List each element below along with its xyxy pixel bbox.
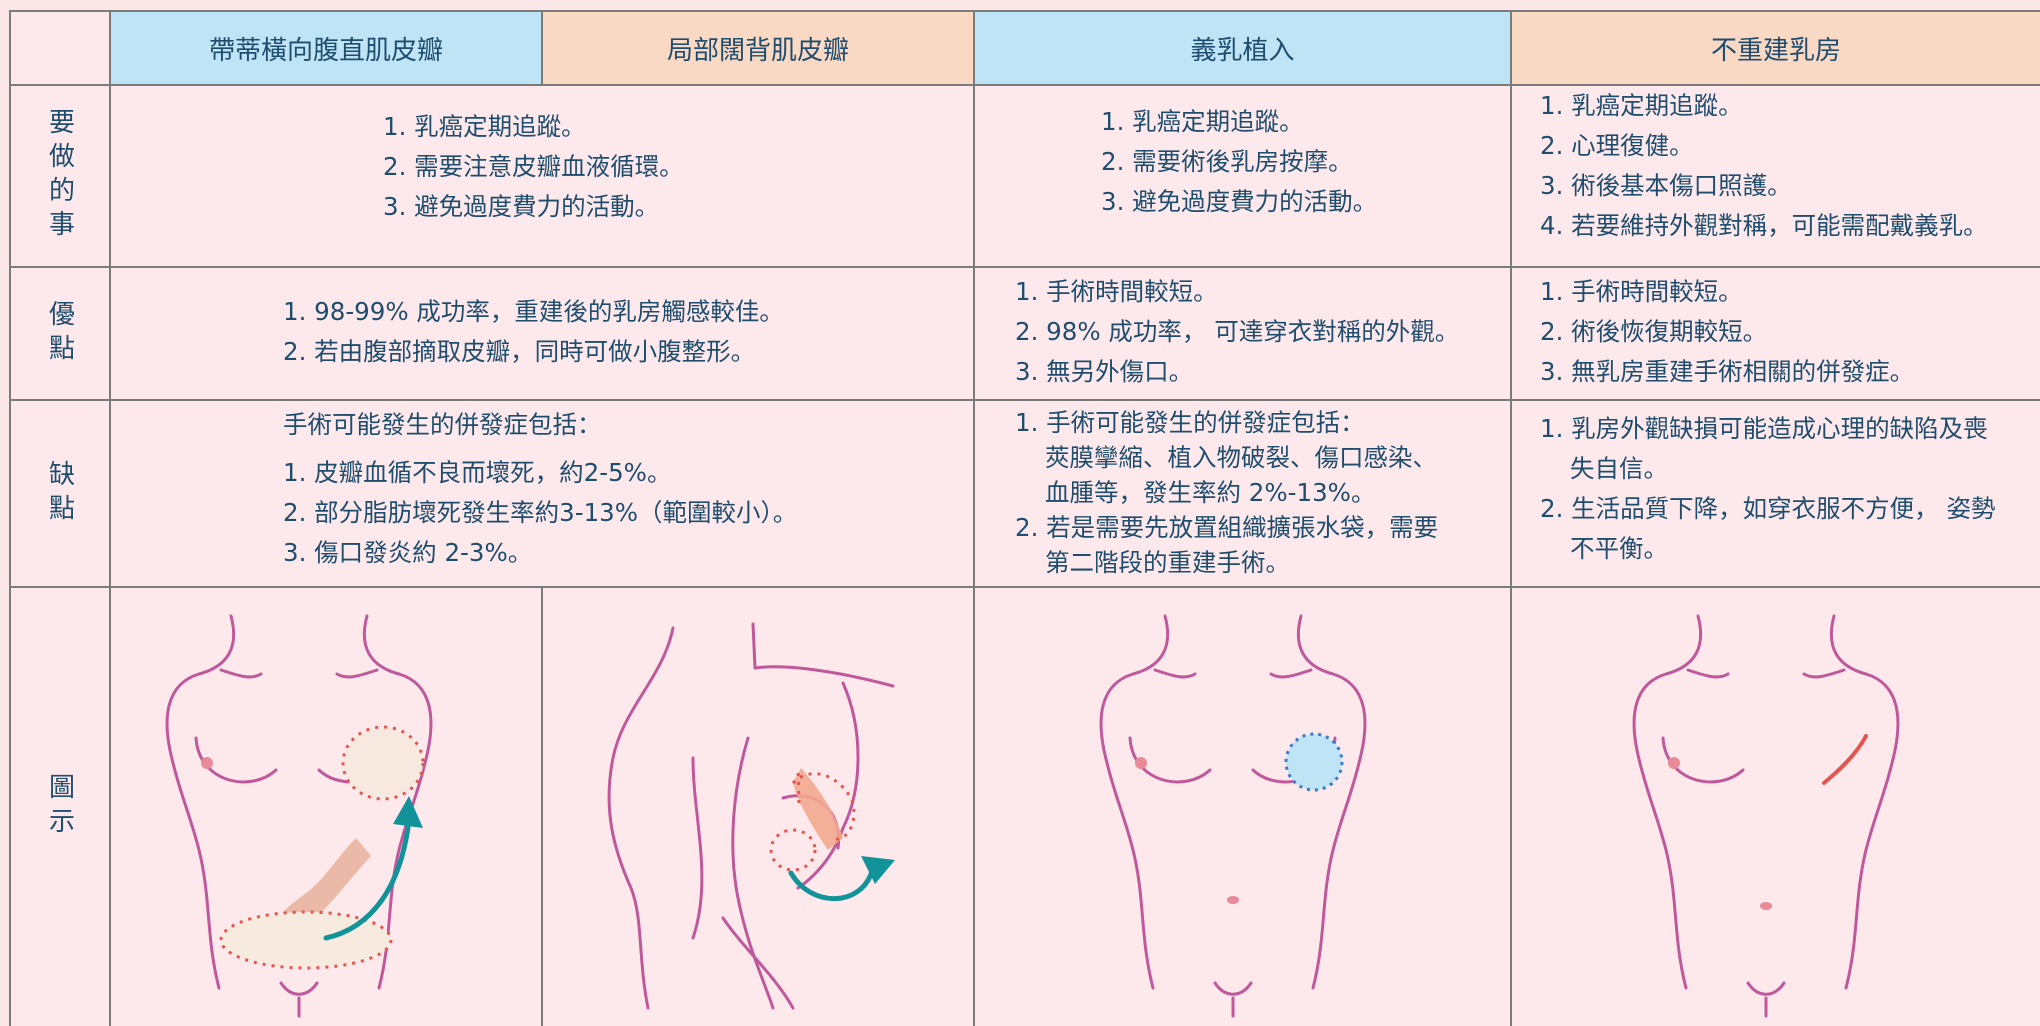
header-no-reconstruction: 不重建乳房 xyxy=(1512,10,2040,86)
list-item: 2. 98% 成功率， 可達穿衣對稱的外觀。 xyxy=(1015,317,1460,346)
row-label-cons: 缺點 xyxy=(9,401,111,588)
no-reconstruction-illustration xyxy=(1632,614,1900,1018)
list-item: 3. 無乳房重建手術相關的併發症。 xyxy=(1540,357,1915,386)
todo-flap-cell: 1. 乳癌定期追蹤。 2. 需要注意皮瓣血液循環。 3. 避免過度費力的活動。 xyxy=(111,86,975,268)
cons-flap-list: 1. 皮瓣血循不良而壞死，約2-5%。 2. 部分脂肪壞死發生率約3-13%（範… xyxy=(283,453,797,573)
list-item: 1. 皮瓣血循不良而壞死，約2-5%。 xyxy=(283,458,672,487)
tram-flap-illustration xyxy=(165,614,433,1018)
pros-flap-cell: 1. 98-99% 成功率，重建後的乳房觸感較佳。 2. 若由腹部摘取皮瓣，同時… xyxy=(111,268,975,401)
pros-flap-list: 1. 98-99% 成功率，重建後的乳房觸感較佳。 2. 若由腹部摘取皮瓣，同時… xyxy=(283,292,784,372)
list-item: 莢膜攣縮、植入物破裂、傷口感染、 xyxy=(1045,443,1437,472)
todo-implant-cell: 1. 乳癌定期追蹤。 2. 需要術後乳房按摩。 3. 避免過度費力的活動。 xyxy=(975,86,1512,268)
list-item: 不平衡。 xyxy=(1570,534,1668,563)
list-item: 2. 若是需要先放置組織擴張水袋，需要 xyxy=(1015,513,1439,542)
list-item: 3. 無另外傷口。 xyxy=(1015,357,1194,386)
diagram-implant-cell xyxy=(975,588,1512,1026)
list-item: 2. 術後恢復期較短。 xyxy=(1540,317,1768,346)
cons-none-cell: 1. 乳房外觀缺損可能造成心理的缺陷及喪 失自信。 2. 生活品質下降，如穿衣服… xyxy=(1512,401,2040,588)
list-item: 1. 乳癌定期追蹤。 xyxy=(383,112,586,141)
pros-none-cell: 1. 手術時間較短。 2. 術後恢復期較短。 3. 無乳房重建手術相關的併發症。 xyxy=(1512,268,2040,401)
list-item: 1. 乳房外觀缺損可能造成心理的缺陷及喪 xyxy=(1540,414,1988,443)
list-item: 1. 手術可能發生的併發症包括： xyxy=(1015,408,1365,437)
latissimus-flap-illustration xyxy=(607,622,895,1010)
list-item: 3. 傷口發炎約 2-3%。 xyxy=(283,538,533,567)
list-item: 2. 部分脂肪壞死發生率約3-13%（範圍較小）。 xyxy=(283,498,798,527)
todo-none-list: 1. 乳癌定期追蹤。 2. 心理復健。 3. 術後基本傷口照護。 4. 若要維持… xyxy=(1540,86,1988,246)
header-latissimus-flap: 局部闊背肌皮瓣 xyxy=(543,10,975,86)
list-item: 4. 若要維持外觀對稱，可能需配戴義乳。 xyxy=(1540,211,1988,240)
pros-none-list: 1. 手術時間較短。 2. 術後恢復期較短。 3. 無乳房重建手術相關的併發症。 xyxy=(1540,272,1914,392)
pros-implant-cell: 1. 手術時間較短。 2. 98% 成功率， 可達穿衣對稱的外觀。 3. 無另外… xyxy=(975,268,1512,401)
row-label-diagram: 圖示 xyxy=(9,588,111,1026)
header-implant: 義乳植入 xyxy=(975,10,1512,86)
cons-implant-list: 1. 手術可能發生的併發症包括： 莢膜攣縮、植入物破裂、傷口感染、 血腫等，發生… xyxy=(1015,405,1438,580)
cons-flap-intro: 手術可能發生的併發症包括： xyxy=(283,410,602,439)
list-item: 1. 手術時間較短。 xyxy=(1540,277,1743,306)
list-item: 1. 98-99% 成功率，重建後的乳房觸感較佳。 xyxy=(283,297,784,326)
list-item: 1. 乳癌定期追蹤。 xyxy=(1540,91,1743,120)
list-item: 第二階段的重建手術。 xyxy=(1045,548,1290,577)
diagram-tram-cell xyxy=(111,588,543,1026)
list-item: 2. 需要注意皮瓣血液循環。 xyxy=(383,152,684,181)
todo-implant-list: 1. 乳癌定期追蹤。 2. 需要術後乳房按摩。 3. 避免過度費力的活動。 xyxy=(1101,102,1377,222)
list-item: 失自信。 xyxy=(1570,454,1668,483)
todo-flap-list: 1. 乳癌定期追蹤。 2. 需要注意皮瓣血液循環。 3. 避免過度費力的活動。 xyxy=(383,107,684,227)
cons-implant-cell: 1. 手術可能發生的併發症包括： 莢膜攣縮、植入物破裂、傷口感染、 血腫等，發生… xyxy=(975,401,1512,588)
todo-none-cell: 1. 乳癌定期追蹤。 2. 心理復健。 3. 術後基本傷口照護。 4. 若要維持… xyxy=(1512,86,2040,268)
list-item: 血腫等，發生率約 2%-13%。 xyxy=(1045,478,1376,507)
corner-cell xyxy=(9,10,111,86)
cons-none-list: 1. 乳房外觀缺損可能造成心理的缺陷及喪 失自信。 2. 生活品質下降，如穿衣服… xyxy=(1540,409,1995,569)
list-item: 3. 術後基本傷口照護。 xyxy=(1540,171,1792,200)
list-item: 3. 避免過度費力的活動。 xyxy=(383,192,660,221)
list-item: 3. 避免過度費力的活動。 xyxy=(1101,187,1378,216)
row-label-todo: 要做的事 xyxy=(9,86,111,268)
list-item: 1. 乳癌定期追蹤。 xyxy=(1101,107,1304,136)
list-item: 1. 手術時間較短。 xyxy=(1015,277,1218,306)
header-tram-flap: 帶蒂橫向腹直肌皮瓣 xyxy=(111,10,543,86)
row-label-pros: 優點 xyxy=(9,268,111,401)
list-item: 2. 心理復健。 xyxy=(1540,131,1694,160)
cons-flap-cell: 手術可能發生的併發症包括： 1. 皮瓣血循不良而壞死，約2-5%。 2. 部分脂… xyxy=(111,401,975,588)
list-item: 2. 若由腹部摘取皮瓣，同時可做小腹整形。 xyxy=(283,337,756,366)
diagram-latissimus-cell xyxy=(543,588,975,1026)
comparison-table: 帶蒂橫向腹直肌皮瓣 局部闊背肌皮瓣 義乳植入 不重建乳房 要做的事 優點 缺點 … xyxy=(9,10,2040,1026)
list-item: 2. 生活品質下降，如穿衣服不方便， 姿勢 xyxy=(1540,494,1996,523)
diagram-none-cell xyxy=(1512,588,2040,1026)
list-item: 2. 需要術後乳房按摩。 xyxy=(1101,147,1353,176)
pros-implant-list: 1. 手術時間較短。 2. 98% 成功率， 可達穿衣對稱的外觀。 3. 無另外… xyxy=(1015,272,1459,392)
implant-illustration xyxy=(1099,614,1367,1018)
